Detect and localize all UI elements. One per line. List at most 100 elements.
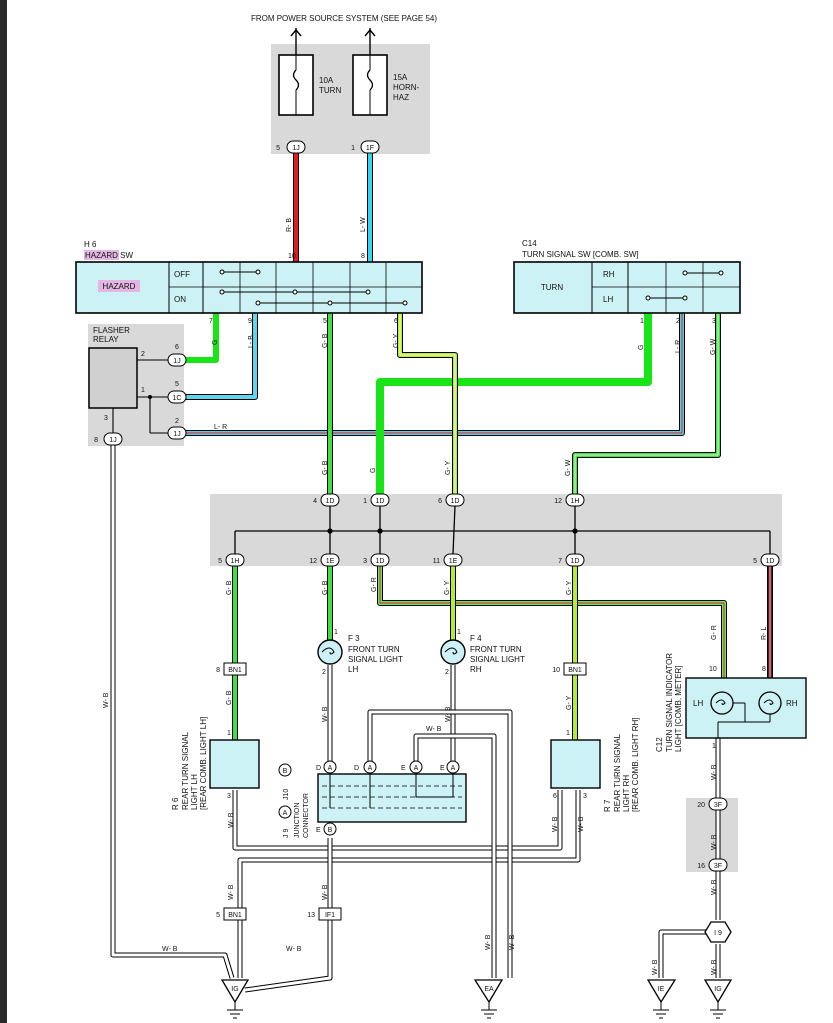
svg-text:5: 5 bbox=[218, 558, 222, 565]
svg-text:E: E bbox=[316, 827, 321, 834]
svg-text:A: A bbox=[414, 765, 419, 772]
svg-text:2: 2 bbox=[676, 318, 680, 325]
svg-text:1C: 1C bbox=[173, 395, 182, 402]
svg-text:11: 11 bbox=[433, 558, 440, 565]
svg-text:W- B: W- B bbox=[426, 726, 442, 733]
svg-text:1: 1 bbox=[640, 318, 644, 325]
turn-sw-ref: C14 bbox=[522, 239, 537, 248]
svg-text:J 9: J 9 bbox=[283, 829, 290, 838]
svg-text:1: 1 bbox=[363, 498, 367, 505]
connector-top-6: 1D6 bbox=[438, 493, 465, 507]
svg-text:G- R: G- R bbox=[711, 625, 718, 640]
svg-text:8: 8 bbox=[94, 437, 98, 444]
svg-text:8: 8 bbox=[216, 667, 220, 674]
svg-text:W- B: W- B bbox=[552, 816, 559, 832]
svg-text:RELAY: RELAY bbox=[93, 335, 119, 344]
svg-text:W- B: W- B bbox=[711, 959, 718, 975]
svg-text:W- B: W- B bbox=[652, 959, 659, 975]
svg-text:R 6: R 6 bbox=[171, 797, 180, 810]
svg-text:R 7: R 7 bbox=[603, 799, 612, 812]
svg-text:2: 2 bbox=[322, 669, 326, 676]
turn-indicator-meter: LH RH 10 8 1 C12 TURN SIGNAL INDICATOR L… bbox=[655, 653, 807, 752]
connector-badges: 1J5 1F 1 1J 6 1C 5 1J 2 1J 8 1D 4 1D 1 1D6 1H 1 2… bbox=[94, 140, 780, 921]
svg-text:G- B: G- B bbox=[226, 690, 233, 705]
svg-text:6: 6 bbox=[553, 793, 557, 800]
svg-text:R- B: R- B bbox=[286, 218, 293, 232]
svg-text:1J: 1J bbox=[292, 145, 299, 152]
svg-text:G- Y: G- Y bbox=[393, 333, 400, 348]
svg-text:5: 5 bbox=[753, 558, 757, 565]
svg-text:FRONT TURN: FRONT TURN bbox=[470, 645, 522, 654]
svg-text:L- R: L- R bbox=[214, 424, 227, 431]
svg-text:I 9: I 9 bbox=[714, 930, 722, 937]
svg-text:16: 16 bbox=[697, 863, 705, 870]
svg-text:G- B: G- B bbox=[322, 580, 329, 595]
svg-text:1F: 1F bbox=[366, 145, 374, 152]
svg-text:W- B: W- B bbox=[228, 884, 235, 900]
svg-text:W- B: W- B bbox=[103, 692, 110, 708]
splice-i9: I 9 bbox=[704, 921, 732, 943]
svg-text:3: 3 bbox=[583, 793, 587, 800]
svg-text:LH: LH bbox=[693, 699, 703, 708]
svg-text:C12: C12 bbox=[655, 737, 664, 752]
svg-text:G: G bbox=[370, 468, 377, 473]
svg-text:1J: 1J bbox=[173, 431, 180, 438]
svg-text:G- Y: G- Y bbox=[444, 580, 451, 595]
svg-text:1J: 1J bbox=[109, 437, 116, 444]
rear-turn-light-lh: 1 3 R 6 REAR TURN SIGNAL LIGHT LH [REAR … bbox=[171, 717, 260, 810]
svg-text:A: A bbox=[283, 810, 288, 817]
connector-bot-5: 1H5 bbox=[218, 553, 245, 567]
window-edge bbox=[0, 0, 7, 1023]
hazard-sw-highlight bbox=[84, 250, 119, 260]
svg-text:2: 2 bbox=[175, 418, 179, 425]
svg-text:20: 20 bbox=[697, 802, 705, 809]
svg-text:1D: 1D bbox=[766, 558, 775, 565]
svg-text:15A: 15A bbox=[393, 73, 408, 82]
svg-text:G- Y: G- Y bbox=[566, 580, 573, 595]
svg-text:E: E bbox=[401, 765, 406, 772]
svg-text:1: 1 bbox=[334, 629, 338, 636]
svg-text:1D: 1D bbox=[376, 558, 385, 565]
svg-text:1D: 1D bbox=[571, 558, 580, 565]
connector-1j-turn: 1J5 bbox=[276, 140, 306, 154]
svg-text:9: 9 bbox=[248, 318, 252, 325]
svg-text:L- B: L- B bbox=[248, 335, 255, 348]
svg-text:1D: 1D bbox=[451, 498, 460, 505]
connector-top-1: 1D 1 bbox=[363, 493, 390, 507]
connector-bot-3: 1D3 bbox=[363, 553, 390, 567]
power-arrows bbox=[290, 28, 376, 55]
svg-text:IF1: IF1 bbox=[325, 912, 335, 919]
junction-connector: A A A A B D D E E E B A J10 J 9 JUNCTION… bbox=[278, 760, 467, 838]
svg-text:LH: LH bbox=[348, 665, 358, 674]
svg-text:1H: 1H bbox=[571, 498, 580, 505]
svg-text:4: 4 bbox=[313, 498, 317, 505]
turn-sw-title: TURN SIGNAL SW [COMB. SW] bbox=[522, 250, 639, 259]
svg-text:IG: IG bbox=[231, 986, 238, 993]
svg-text:REAR TURN SIGNAL: REAR TURN SIGNAL bbox=[181, 731, 190, 810]
svg-text:A: A bbox=[368, 765, 373, 772]
svg-text:3F: 3F bbox=[714, 863, 722, 870]
fuse-turn: 10A TURN bbox=[278, 54, 341, 116]
ground-ie: IE bbox=[646, 979, 677, 1019]
svg-text:G- W: G- W bbox=[710, 338, 717, 355]
svg-text:1D: 1D bbox=[376, 498, 385, 505]
svg-text:3: 3 bbox=[104, 415, 108, 422]
svg-text:CONNECTOR: CONNECTOR bbox=[303, 793, 310, 838]
svg-text:1: 1 bbox=[566, 730, 570, 737]
svg-text:J10: J10 bbox=[283, 789, 290, 800]
svg-text:TURN: TURN bbox=[541, 283, 563, 292]
svg-text:3: 3 bbox=[712, 318, 716, 325]
svg-text:1: 1 bbox=[141, 387, 145, 394]
svg-text:BN1: BN1 bbox=[228, 667, 242, 674]
ground-ea: EA bbox=[473, 979, 504, 1019]
svg-text:1D: 1D bbox=[326, 498, 335, 505]
connector-bn1-left: BN1 8 bbox=[216, 662, 247, 676]
hazard-sw-title: HAZARD SW bbox=[85, 251, 133, 260]
svg-text:TURN SIGNAL INDICATOR: TURN SIGNAL INDICATOR bbox=[665, 653, 674, 752]
svg-text:10: 10 bbox=[709, 666, 717, 673]
svg-text:10A: 10A bbox=[319, 76, 334, 85]
